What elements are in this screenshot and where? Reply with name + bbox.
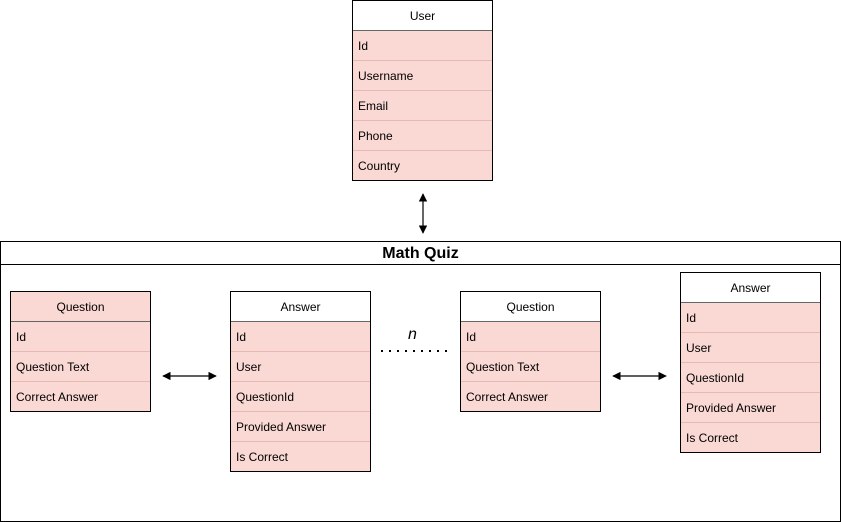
answer-field-question-id: QuestionId xyxy=(231,382,370,412)
question-entity-1[interactable]: Question Id Question Text Correct Answer xyxy=(10,291,151,412)
user-field-email: Email xyxy=(353,91,492,121)
question-field-text: Question Text xyxy=(11,352,150,382)
answer-entity-2[interactable]: Answer Id User QuestionId Provided Answe… xyxy=(680,272,821,453)
question-entity-2[interactable]: Question Id Question Text Correct Answer xyxy=(460,291,601,412)
answer-field-id: Id xyxy=(681,303,820,333)
user-field-phone: Phone xyxy=(353,121,492,151)
answer-entity-1[interactable]: Answer Id User QuestionId Provided Answe… xyxy=(230,291,371,472)
user-field-username: Username xyxy=(353,61,492,91)
answer-field-is-correct: Is Correct xyxy=(686,431,739,445)
question-field-text: Question Text xyxy=(461,352,600,382)
user-entity[interactable]: User Id Username Email Phone Country xyxy=(352,0,493,181)
user-field-id: Id xyxy=(353,31,492,61)
question-field-id: Id xyxy=(11,322,150,352)
question-field-correct-answer: Correct Answer xyxy=(16,390,99,404)
question-field-id: Id xyxy=(461,322,600,352)
answer-entity-title: Answer xyxy=(681,273,820,303)
answer-entity-title: Answer xyxy=(231,292,370,322)
question-entity-title: Question xyxy=(11,292,150,322)
answer-field-provided-answer: Provided Answer xyxy=(681,393,820,423)
answer-field-user: User xyxy=(681,333,820,363)
question-field-correct-answer: Correct Answer xyxy=(466,390,549,404)
user-field-country: Country xyxy=(358,159,401,173)
answer-field-user: User xyxy=(231,352,370,382)
user-entity-title: User xyxy=(353,1,492,31)
answer-field-is-correct: Is Correct xyxy=(236,450,289,464)
answer-field-id: Id xyxy=(231,322,370,352)
question-entity-title: Question xyxy=(461,292,600,322)
math-quiz-title: Math Quiz xyxy=(1,242,840,265)
answer-field-question-id: QuestionId xyxy=(681,363,820,393)
answer-field-provided-answer: Provided Answer xyxy=(231,412,370,442)
repetition-n-label: n xyxy=(408,326,417,343)
